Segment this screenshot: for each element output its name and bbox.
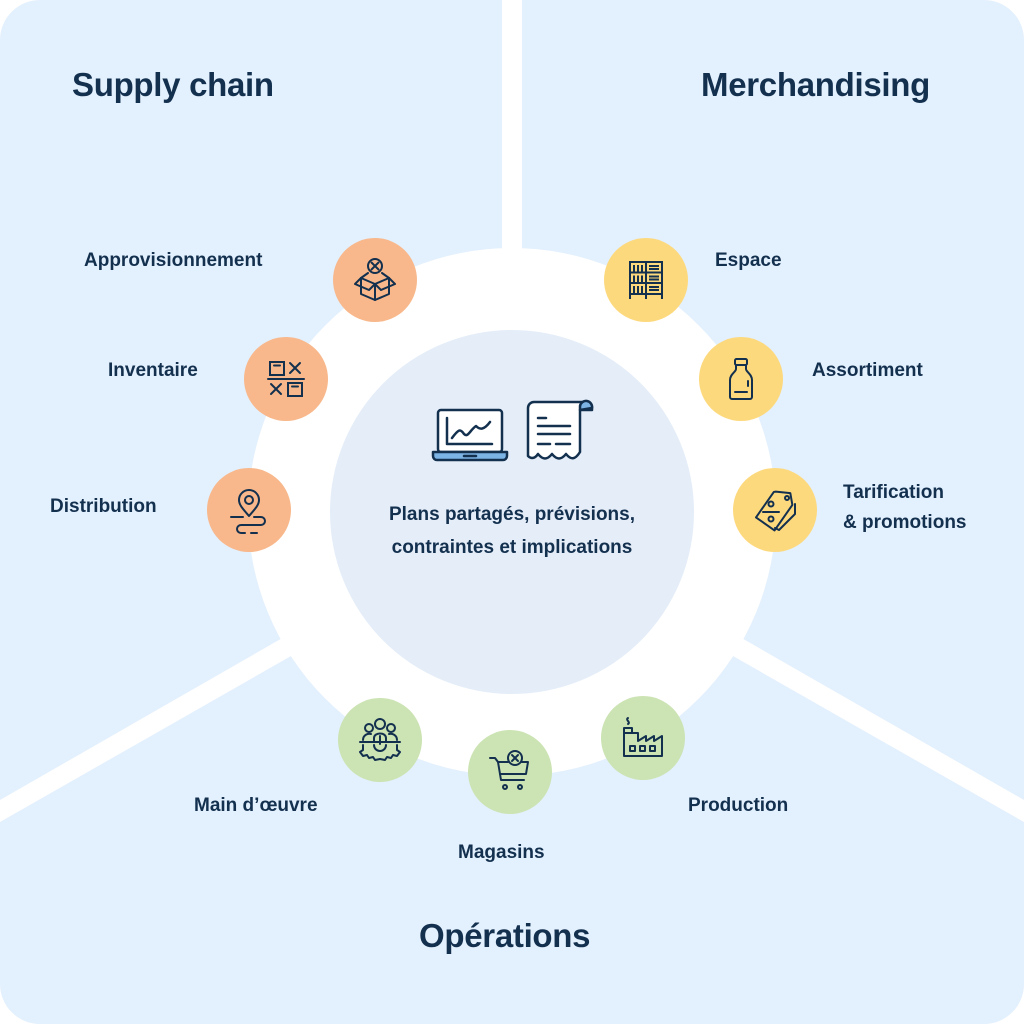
node-magasins: [468, 730, 552, 814]
price-tag-percent-icon: [754, 490, 796, 532]
center-caption-line2: contraintes et implications: [391, 537, 633, 558]
center-icons: [431, 399, 594, 462]
node-production: [601, 696, 685, 780]
label-distribution: Distribution: [50, 496, 157, 517]
label-espace: Espace: [715, 250, 782, 271]
workforce-gear-icon: [359, 718, 401, 761]
center-disc: [330, 330, 694, 694]
node-main-d-oeuvre: [338, 698, 422, 782]
node-espace: [604, 238, 688, 322]
label-inventaire: Inventaire: [108, 360, 198, 381]
laptop-chart-icon: [431, 408, 509, 462]
node-assortiment: [699, 337, 783, 421]
label-magasins: Magasins: [458, 842, 545, 863]
label-tarification-line2: & promotions: [843, 512, 967, 533]
node-distribution: [207, 468, 291, 552]
label-production: Production: [688, 795, 789, 816]
bottle-icon: [729, 358, 753, 400]
open-box-x-icon: [354, 258, 396, 301]
receipt-icon: [526, 399, 594, 460]
shopping-cart-x-icon: [489, 750, 529, 790]
factory-icon: [623, 717, 663, 757]
label-tarification-line1: Tarification: [843, 482, 944, 503]
section-title-operations: Opérations: [419, 917, 591, 954]
label-main-d-oeuvre: Main d’œuvre: [194, 795, 318, 816]
label-assortiment: Assortiment: [812, 360, 923, 381]
inventory-boxes-icon: [267, 361, 305, 397]
node-approvisionnement: [333, 238, 417, 322]
node-tarification: [733, 468, 817, 552]
map-pin-route-icon: [230, 489, 266, 534]
node-inventaire: [244, 337, 328, 421]
label-approvisionnement: Approvisionnement: [84, 250, 263, 271]
section-title-merchandising: Merchandising: [701, 66, 930, 103]
center-caption-line1: Plans partagés, prévisions,: [388, 504, 636, 525]
section-title-supply-chain: Supply chain: [72, 66, 274, 103]
center-caption: Plans partagés, prévisions, contraintes …: [332, 498, 692, 564]
shelving-icon: [629, 261, 663, 299]
